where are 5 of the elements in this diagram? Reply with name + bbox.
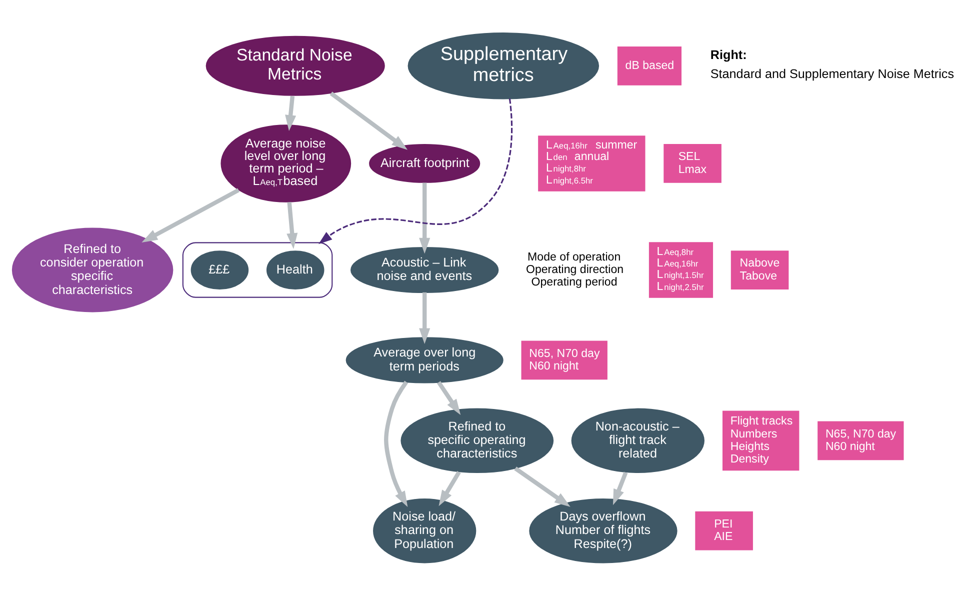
node-label: Operating period [531,276,618,288]
node-label: Operating direction [526,263,624,276]
label: Right: [710,48,747,62]
label: Standard and Supplementary Noise Metrics [710,66,954,81]
node-label: Mode of operation [528,250,621,263]
